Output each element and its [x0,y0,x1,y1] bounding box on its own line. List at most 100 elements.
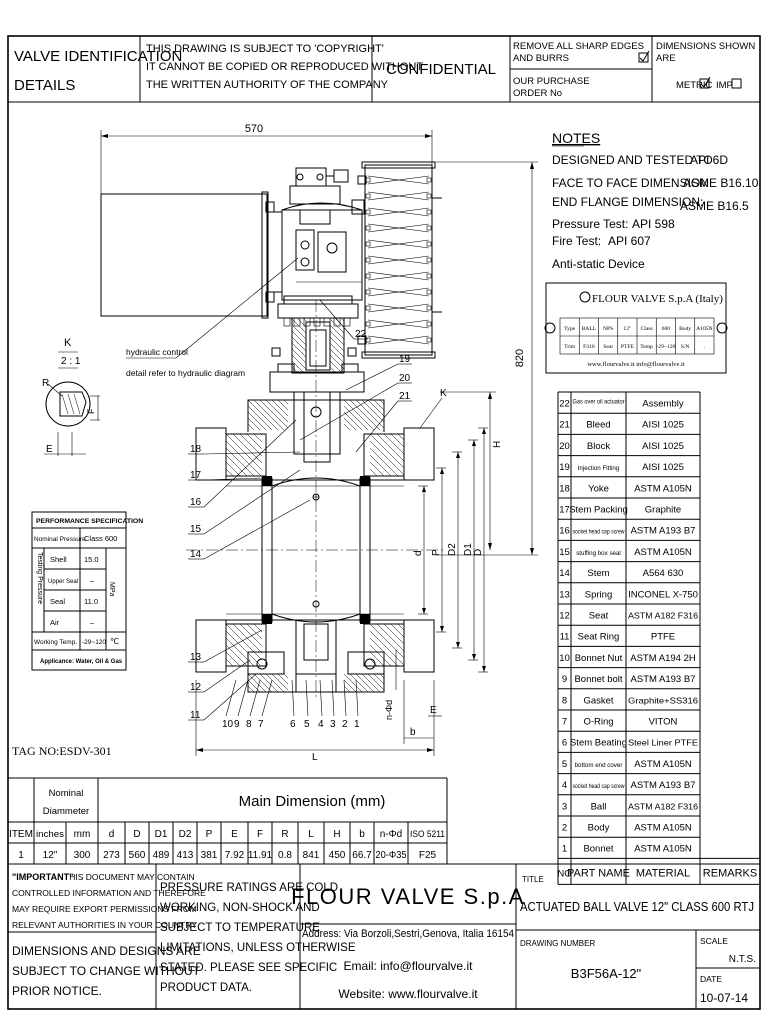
part-material: ASTM A182 F316 [628,801,698,811]
part-name: Stem Beating [570,738,627,749]
dim-header-cell: E [231,829,238,840]
pressure-line-2: WORKING, NON-SHOCK AND [160,902,320,914]
parts-header-cell: MATERIAL [636,867,690,879]
part-number: 5 [562,759,567,770]
dim-header-cell: ISO 5211 [410,829,445,839]
callout-label: 16 [190,497,202,508]
company-website[interactable]: Website: www.flourvalve.it [338,987,478,1001]
nameplate-cell: S/N [681,344,690,350]
imp-checkbox[interactable] [731,78,742,89]
callout-label: 7 [258,719,264,730]
nameplate-cell: BALL [582,326,597,332]
sharp-edges-checkbox[interactable] [638,50,650,63]
sheet-border [7,35,761,1010]
note-2-label: FACE TO FACE DIMENSION: [552,176,712,190]
dim-value-cell: 450 [329,850,346,861]
callout-K-label: K [440,388,447,399]
dim-820-label: 820 [514,349,526,367]
callout-label: 21 [399,391,411,402]
part-number: 6 [562,738,567,749]
flange-dim-label: D2 [447,543,458,556]
callout-label: 11 [190,710,201,721]
scale-value: N.T.S. [729,954,756,965]
detail-k: K 2 : 1 F R E [42,337,100,456]
subject-change-line-1: DIMENSIONS AND DESIGNS ARE [12,944,201,958]
sharp-edges-line-2: AND BURRS [513,53,569,64]
part-number: 9 [562,674,567,685]
part-name: Spring [585,589,612,600]
confidential-label: CONFIDENTIAL [386,61,496,78]
perf-row-3-value: 11.0 [84,597,98,606]
part-number: 22 [559,399,570,410]
part-name: Block [587,441,610,452]
part-name: socket head cap screw [573,783,625,790]
note-4-label: Pressure Test: [552,217,628,231]
perf-title: PERFORMANCE SPECIFICATION [36,518,143,525]
callout-label: 6 [290,719,296,730]
important-line-1: THIS DOCUMENT MAY CONTAIN [64,872,195,882]
subject-change-line-3: PRIOR NOTICE. [12,984,102,998]
actuator-cylinder [100,191,282,319]
pressure-line-3: SUBJECT TO TEMPERATURE [160,922,320,934]
nameplate-cell: Type [564,326,576,332]
nameplate-cell: PTFE [621,344,635,350]
dim-header-cell: mm [74,829,91,840]
valve-id-line-2: DETAILS [14,77,75,94]
copyright-line-1: THIS DRAWING IS SUBJECT TO 'COPYRIGHT' [146,43,384,55]
dim-header-cell: D [133,829,140,840]
callout-label: 15 [190,524,202,535]
metric-checkbox[interactable] [699,76,711,89]
dim-value-cell: 11.91 [248,850,273,861]
part-name: Bonnet Nut [575,653,623,664]
perf-row-4-value: – [90,618,95,627]
callout-label: 17 [190,470,202,481]
header-block: VALVE IDENTIFICATION DETAILS THIS DRAWIN… [8,36,760,103]
part-number: 8 [562,695,567,706]
dim-value-cell: 413 [177,850,194,861]
part-material: AISI 1025 [642,441,684,452]
note-1-label: DESIGNED AND TESTED TO [552,153,713,167]
detail-E-label: E [46,444,53,455]
pressure-line-4: LIMITATIONS, UNLESS OTHERWISE [160,942,356,954]
pressure-line-6: PRODUCT DATA. [160,982,252,994]
title-block: "IMPORTANT" THIS DOCUMENT MAY CONTAIN CO… [8,864,760,1009]
part-number: 15 [559,547,570,558]
valve-body [186,399,446,693]
company-email[interactable]: Email: info@flourvalve.it [344,959,474,973]
hydraulic-note-line-2: detail refer to hydraulic diagram [126,368,245,378]
dim-header-cell: inches [36,829,65,839]
flange-dim-label: D [473,549,484,556]
dim-nominal-line-2: Diammeter [43,806,89,817]
note-5-value: API 607 [608,234,651,248]
callout-label: 14 [190,549,202,560]
part-material: Graphite+SS316 [628,695,698,705]
perf-nominal-label: Nominal Pressure [34,536,86,543]
callout-label: 5 [304,719,310,730]
dim-value-cell: 20-Φ35 [376,850,407,861]
part-name: bottom end cover [575,762,623,769]
callout-label: 20 [399,373,411,384]
drawing-number-label: DRAWING NUMBER [520,939,595,948]
part-material: ASTM A194 2H [630,653,696,664]
dim-header-cell: n-Φd [380,829,402,840]
dim-value-cell: 489 [153,850,170,861]
dim-value-cell: 381 [201,850,218,861]
part-name: Seat [589,611,609,622]
perf-temp-label: Working Temp. [34,639,77,646]
part-number: 19 [559,462,570,473]
pressure-line-5: STATED. PLEASE SEE SPECIFIC [160,962,337,974]
callout-label: 13 [190,652,202,663]
dim-header-cell: d [109,829,115,840]
perf-testing-label: Testing Pressure [36,552,43,604]
part-name: Stem Packing [569,505,628,516]
part-material: ASTM A105N [634,844,692,855]
drawing-title: ACTUATED BALL VALVE 12" CLASS 600 RTJ [520,899,754,914]
parts-header-cell: REMARKS [703,867,757,879]
callout-label: 1 [354,719,360,730]
dim-value-cell: 560 [129,850,146,861]
nameplate-cell: A105N [696,326,712,332]
part-material: ASTM A193 B7 [631,526,696,537]
